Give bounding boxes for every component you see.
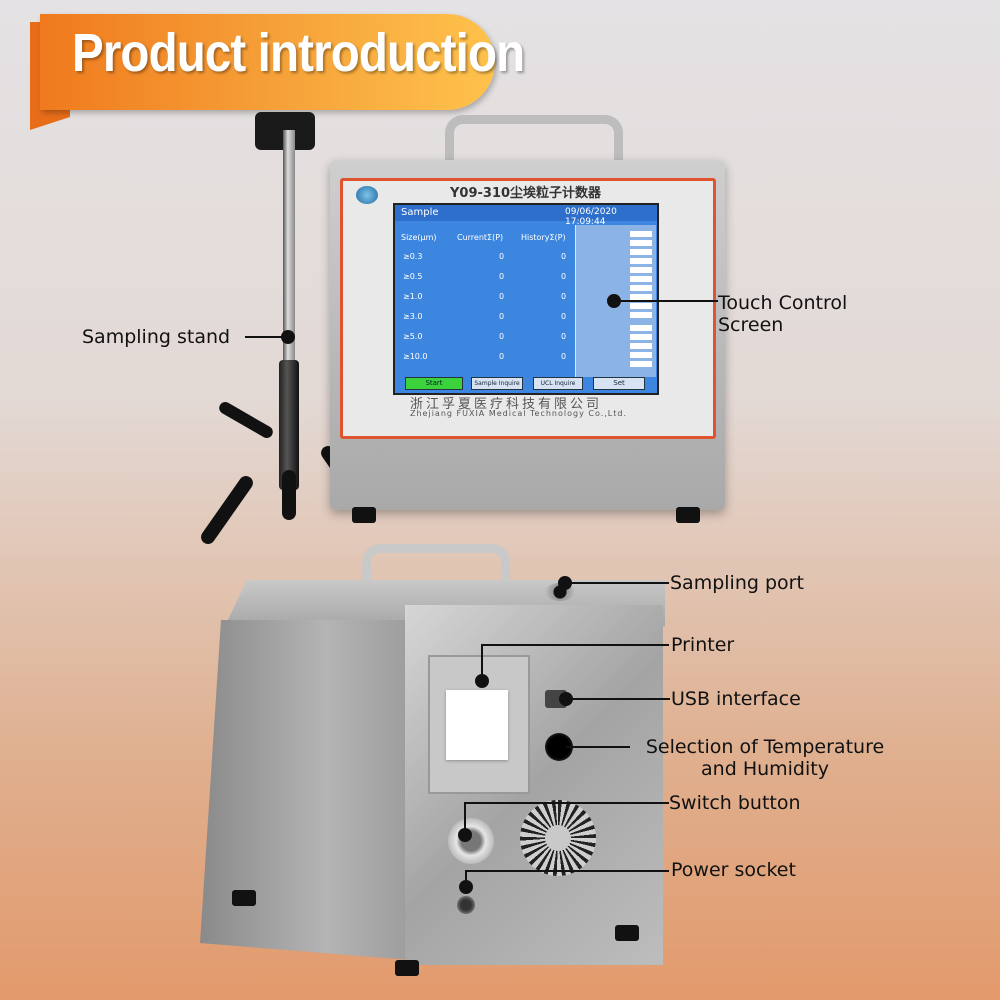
screen-header: Sample 09/06/2020 17:09:44 <box>395 205 657 227</box>
leader-dot <box>459 880 473 894</box>
sample-inquire-button[interactable]: Sample Inquire <box>471 377 523 390</box>
leader-line <box>565 582 669 584</box>
row-current: 0 <box>499 332 505 341</box>
label-touch-screen: Touch Control <box>718 292 848 314</box>
leader-line <box>464 802 669 804</box>
switch-button-icon[interactable] <box>448 818 494 864</box>
label-usb-interface: USB interface <box>671 688 801 710</box>
leader-line <box>566 698 670 700</box>
leader-line <box>481 644 669 646</box>
row-size: ≥5.0 <box>403 332 423 341</box>
row-size: ≥3.0 <box>403 312 423 321</box>
row-current: 0 <box>499 312 505 321</box>
start-button[interactable]: Start <box>405 377 463 390</box>
box-foot <box>615 925 639 941</box>
row-history: 0 <box>561 312 567 321</box>
leader-line <box>566 746 630 748</box>
row-size: ≥1.0 <box>403 292 423 301</box>
top-unit-foot <box>676 507 700 523</box>
leader-line <box>481 644 483 678</box>
setting-box <box>630 240 652 246</box>
label-temp-humidity-2: and Humidity <box>701 758 829 780</box>
top-unit-handle <box>445 115 623 174</box>
row-history: 0 <box>561 332 567 341</box>
label-temp-humidity: Selection of Temperature <box>645 736 885 758</box>
setting-box <box>630 249 652 255</box>
row-size: ≥10.0 <box>403 352 428 361</box>
leader-line <box>464 802 466 832</box>
setting-box <box>630 267 652 273</box>
setting-box <box>630 258 652 264</box>
setting-box <box>630 361 652 367</box>
title-banner <box>40 14 495 110</box>
setting-box <box>630 231 652 237</box>
label-sampling-stand: Sampling stand <box>82 326 231 348</box>
row-size: ≥0.3 <box>403 252 423 261</box>
setting-box <box>630 343 652 349</box>
setting-box <box>630 312 652 318</box>
leader-dot <box>281 330 295 344</box>
leader-dot <box>458 828 472 842</box>
setting-box <box>630 294 652 300</box>
leader-line <box>245 336 287 338</box>
setting-box <box>630 285 652 291</box>
stand-grip <box>279 360 299 490</box>
row-history: 0 <box>561 292 567 301</box>
screen-title: Sample <box>401 207 439 218</box>
label-printer: Printer <box>671 634 735 656</box>
label-touch-screen-2: Screen <box>718 314 784 336</box>
row-history: 0 <box>561 272 567 281</box>
leader-line <box>465 870 669 872</box>
screen-datetime: 09/06/2020 17:09:44 <box>565 207 617 227</box>
row-current: 0 <box>499 352 505 361</box>
row-size: ≥0.5 <box>403 272 423 281</box>
page-title: Product introduction <box>72 23 525 83</box>
col-size-header: Size(μm) <box>401 233 437 242</box>
setting-box <box>630 334 652 340</box>
box-foot <box>395 960 419 976</box>
row-current: 0 <box>499 272 505 281</box>
fan-hub <box>545 825 571 851</box>
label-sampling-port: Sampling port <box>670 572 804 594</box>
row-history: 0 <box>561 352 567 361</box>
tripod-leg-left <box>198 473 256 547</box>
company-name-en: Zhejiang FUXIA Medical Technology Co.,Lt… <box>410 409 628 418</box>
setting-box <box>630 352 652 358</box>
set-button[interactable]: Set <box>593 377 645 390</box>
col-current-header: CurrentΣ(P) <box>457 233 504 242</box>
power-socket-icon[interactable] <box>457 896 475 914</box>
box-foot <box>232 890 256 906</box>
setting-box <box>630 276 652 282</box>
row-current: 0 <box>499 252 505 261</box>
row-history: 0 <box>561 252 567 261</box>
setting-box <box>630 303 652 309</box>
box-side-panel <box>200 620 410 960</box>
top-unit-foot <box>352 507 376 523</box>
tripod-leg-back <box>217 399 275 441</box>
label-power-socket: Power socket <box>671 859 796 881</box>
leader-line <box>614 300 718 302</box>
tripod-leg-center <box>282 470 296 520</box>
row-current: 0 <box>499 292 505 301</box>
ucl-inquire-button[interactable]: UCL Inquire <box>533 377 583 390</box>
model-title: Y09-310尘埃粒子计数器 <box>450 186 602 201</box>
leader-dot <box>475 674 489 688</box>
col-history-header: HistoryΣ(P) <box>521 233 566 242</box>
stand-pole <box>283 130 295 370</box>
setting-box <box>630 325 652 331</box>
printer-paper <box>446 690 508 760</box>
box-handle <box>362 544 510 593</box>
label-switch-button: Switch button <box>669 792 801 814</box>
leader-line <box>465 870 467 886</box>
brand-logo <box>356 186 378 204</box>
company-name-cn: 浙江孚夏医疗科技有限公司 <box>410 397 603 412</box>
